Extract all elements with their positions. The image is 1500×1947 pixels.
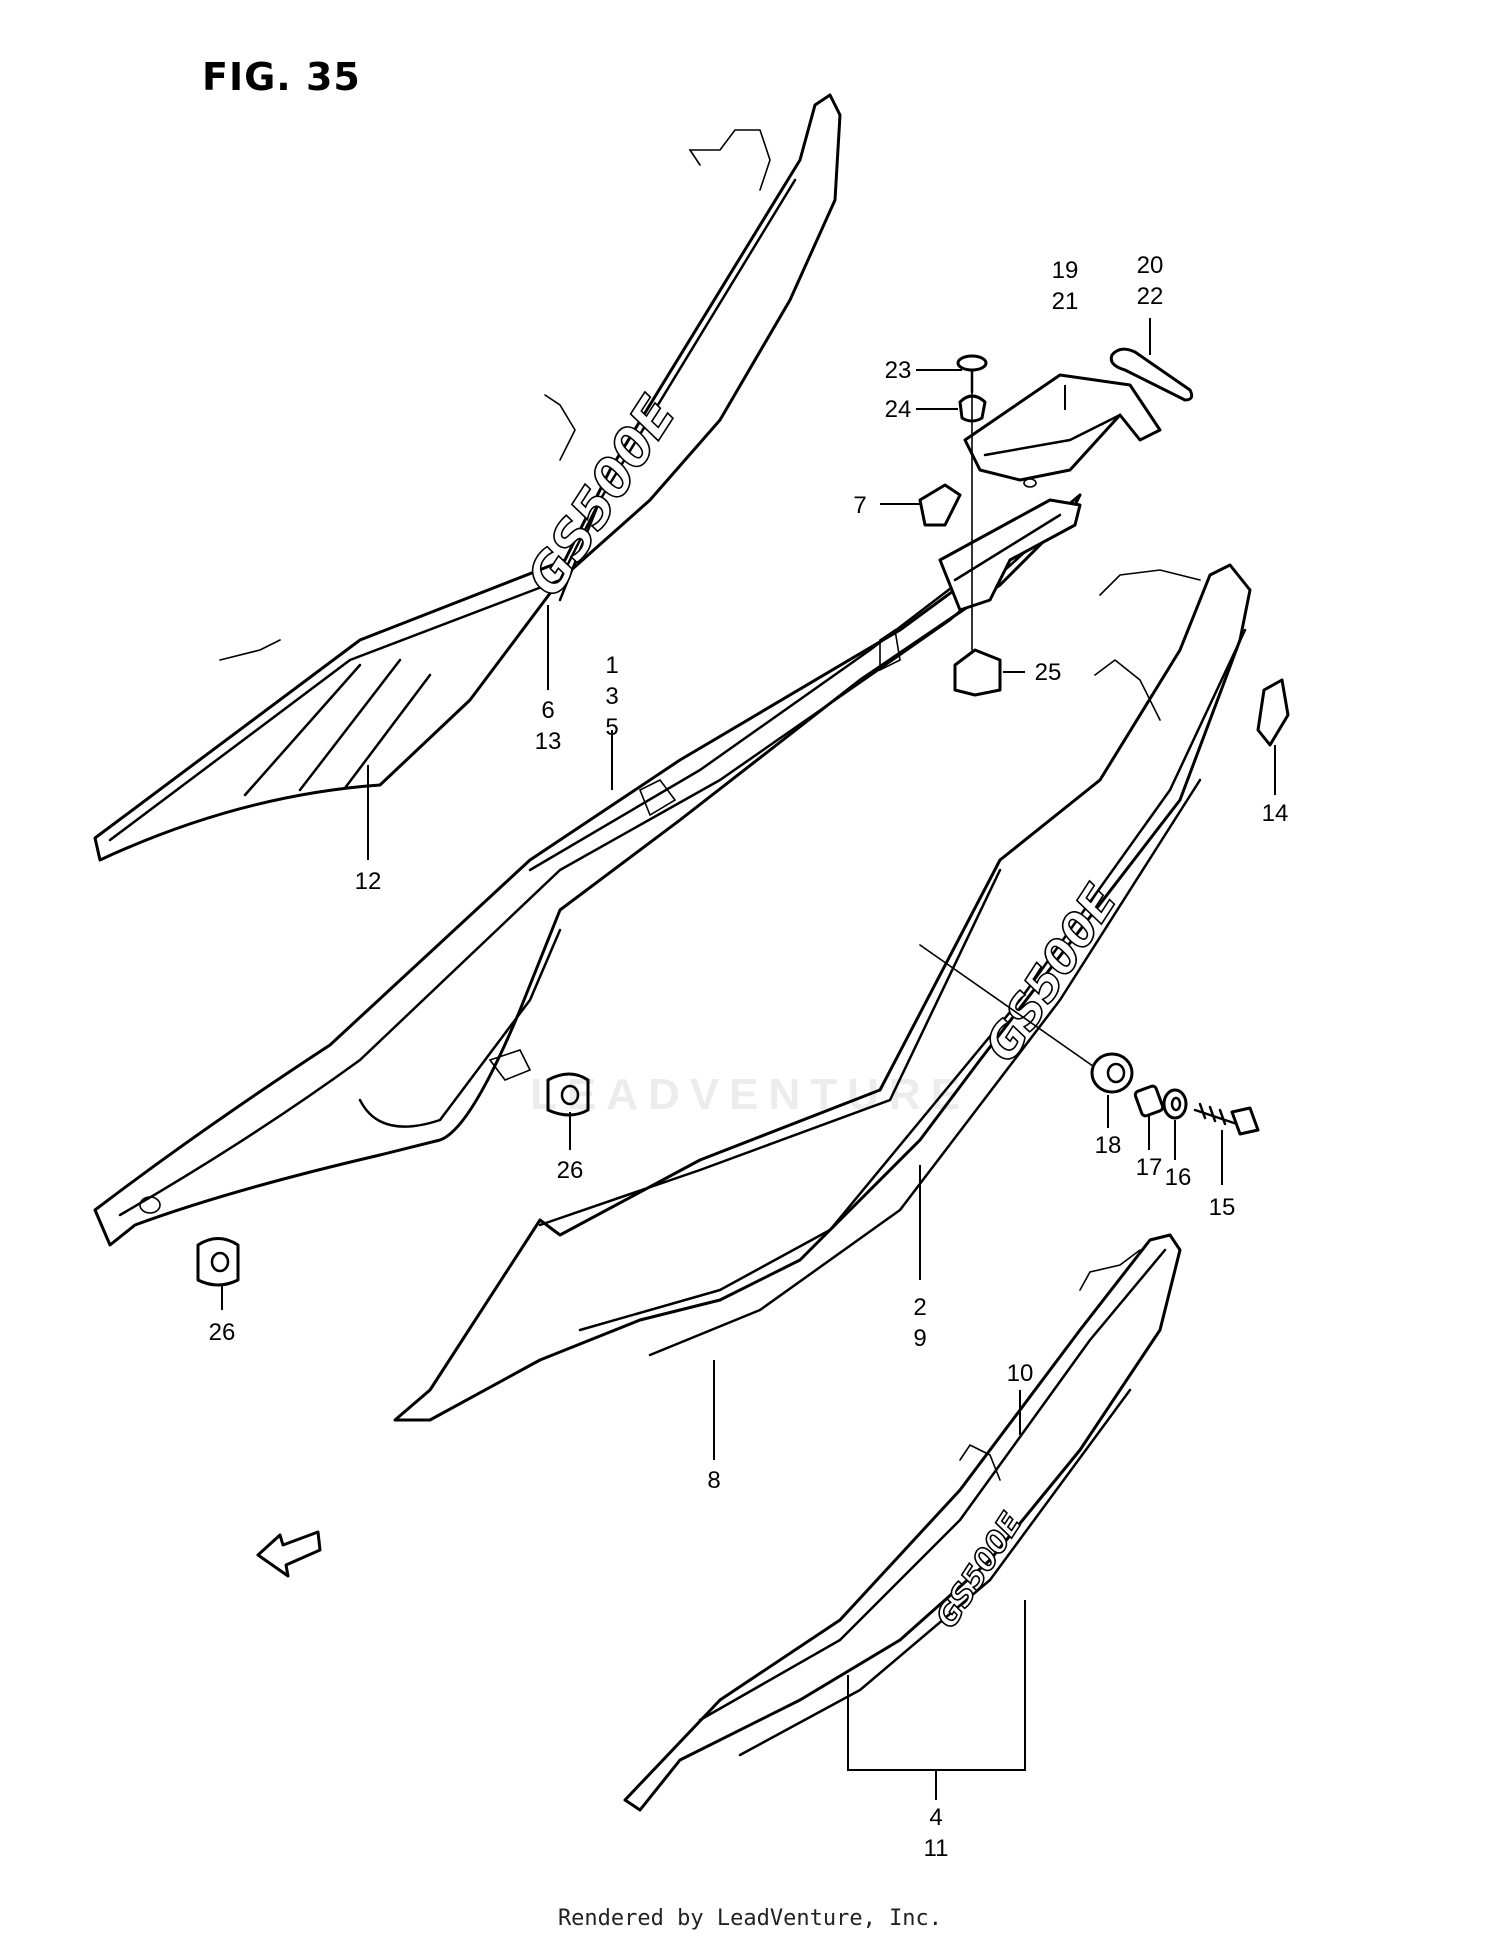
callout-15: 15 <box>1208 1194 1236 1221</box>
callout-14: 14 <box>1261 800 1289 827</box>
watermark-text: LEADVENTURE <box>529 1070 971 1119</box>
callout-8: 8 <box>707 1467 721 1494</box>
grommet-26-left <box>196 1237 240 1287</box>
callout-26-mid: 26 <box>556 1157 584 1184</box>
callout-25: 25 <box>1034 659 1062 686</box>
callout-26-left: 26 <box>208 1319 236 1346</box>
decal-gs500e-upper: GS500E <box>516 386 688 607</box>
callout-17: 17 <box>1135 1154 1163 1181</box>
callout-23: 23 <box>884 357 912 384</box>
collar-17 <box>1133 1084 1165 1118</box>
screw-23 <box>956 354 988 394</box>
callout-7: 7 <box>853 492 867 519</box>
callout-10: 10 <box>1006 1360 1034 1387</box>
clip-14 <box>1256 678 1290 747</box>
grommet-26-mid <box>546 1072 590 1117</box>
rear-center-cover <box>963 373 1162 488</box>
rear-decal-strip <box>1109 347 1194 402</box>
grommet-18 <box>1090 1052 1134 1094</box>
callout-18: 18 <box>1094 1132 1122 1159</box>
bolt-15 <box>1193 1102 1260 1136</box>
callout-24: 24 <box>884 396 912 423</box>
fwd-arrow-icon: FWD <box>256 1530 322 1578</box>
figure-title: FIG. 35 <box>202 55 361 99</box>
leader-lines <box>221 318 1276 1800</box>
frame-rear-bracket <box>938 498 1082 612</box>
washer-16 <box>1162 1088 1188 1120</box>
callout-16: 16 <box>1164 1164 1192 1191</box>
nut-25 <box>953 648 1002 697</box>
frame-cover-main <box>93 493 1082 1247</box>
callout-12: 12 <box>354 868 382 895</box>
clip-7 <box>918 483 962 527</box>
footer-credit: Rendered by LeadVenture, Inc. <box>557 1906 943 1931</box>
